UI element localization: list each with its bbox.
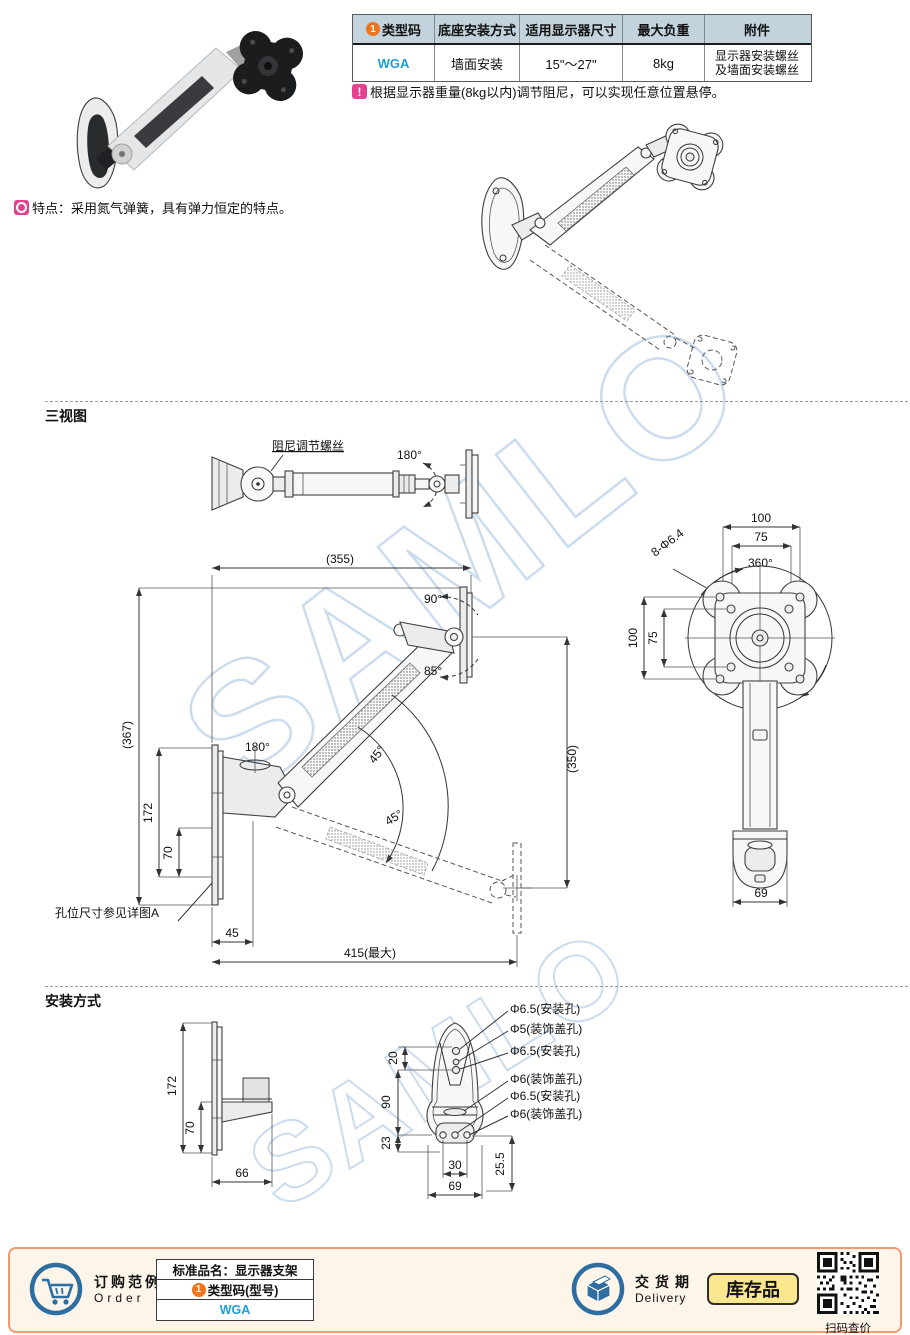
callout-hole-2: Φ5(装饰盖孔) bbox=[510, 1022, 582, 1036]
qr-block: 扫码查价 bbox=[816, 1252, 880, 1335]
feature-line: 特点：采用氮气弹簧，具有弹力恒定的特点。 bbox=[14, 198, 292, 217]
angle-360: 360° bbox=[748, 556, 773, 570]
dim-100-top: 100 bbox=[751, 511, 771, 525]
callout-hole-1: Φ6.5(安装孔) bbox=[510, 1001, 580, 1016]
dim-30: 30 bbox=[448, 1158, 462, 1172]
note-text: 根据显示器重量(8kg以内)调节阻尼，可以实现任意位置悬停。 bbox=[370, 85, 725, 100]
qr-code bbox=[817, 1252, 879, 1314]
dim-415-max: 415(最大) bbox=[344, 946, 396, 960]
product-code-box: 标准品名：显示器支架 1 类型码(型号) WGA bbox=[156, 1259, 314, 1321]
header-type-code-label: 类型码 bbox=[381, 22, 421, 38]
install-side-drawing: 172 70 66 bbox=[165, 1021, 273, 1187]
marker-1-icon: 1 bbox=[365, 22, 380, 36]
accessory-line2: 及墙面安装螺丝 bbox=[714, 63, 799, 77]
code-value: WGA bbox=[219, 1302, 251, 1317]
product-name: 标准品名：显示器支架 bbox=[157, 1260, 313, 1280]
spec-table-row: WGA 墙面安装 15"～27" 8kg 显示器安装螺丝 及墙面安装螺丝 bbox=[353, 45, 811, 81]
dim-350: (350) bbox=[565, 745, 579, 773]
header-type-code: 1 类型码 bbox=[353, 15, 435, 43]
dim-367: (367) bbox=[120, 721, 134, 749]
callout-hole-5: Φ6.5(安装孔) bbox=[510, 1088, 580, 1103]
dim-255: 25.5 bbox=[493, 1152, 507, 1176]
feature-text: 特点：采用氮气弹簧，具有弹力恒定的特点。 bbox=[32, 201, 293, 216]
callout-hole-6: Φ6(装饰盖孔) bbox=[510, 1107, 582, 1121]
cell-type-code: WGA bbox=[353, 45, 435, 81]
topview-angle-180: 180° bbox=[397, 448, 422, 462]
code-label-row: 1 类型码(型号) bbox=[157, 1280, 313, 1300]
cell-max-load: 8kg bbox=[623, 45, 705, 81]
dim-69-rear: 69 bbox=[754, 886, 768, 900]
rear-view-drawing: 100 75 8-Φ6.4 360° 100 75 bbox=[626, 511, 835, 907]
qr-caption: 扫码查价 bbox=[825, 1323, 871, 1335]
stock-badge: 库存品 bbox=[707, 1273, 799, 1305]
dim-75-left: 75 bbox=[646, 631, 660, 645]
spec-table: 1 类型码 底座安装方式 适用显示器尺寸 最大负重 附件 WGA 墙面安装 15… bbox=[352, 14, 812, 82]
spec-table-header: 1 类型码 底座安装方式 适用显示器尺寸 最大负重 附件 bbox=[353, 15, 811, 45]
side-view-drawing: (355) (367) 172 70 90° 85° 180° bbox=[55, 552, 579, 967]
feature-icon bbox=[14, 200, 29, 215]
dim-45: 45 bbox=[225, 926, 239, 940]
dim-75-top: 75 bbox=[754, 530, 768, 544]
product-photo bbox=[76, 31, 303, 189]
top-view-drawing: 阻尼调节螺丝 180° bbox=[211, 439, 479, 519]
hole-note: 孔位尺寸参见详图A bbox=[55, 905, 159, 920]
divider-installation bbox=[45, 986, 908, 987]
code-label: 类型码(型号) bbox=[207, 1284, 279, 1298]
dim-355: (355) bbox=[326, 552, 354, 566]
callout-hole-4: Φ6(装饰盖孔) bbox=[510, 1072, 582, 1086]
divider-three-views bbox=[45, 401, 908, 402]
delivery-title: 交货期 bbox=[635, 1274, 695, 1290]
angle-90: 90° bbox=[424, 592, 442, 606]
dim-23: 23 bbox=[379, 1136, 393, 1150]
header-max-load: 最大负重 bbox=[623, 15, 705, 43]
dim-20: 20 bbox=[386, 1051, 400, 1065]
cart-icon bbox=[29, 1262, 83, 1316]
vesa-plate-iso bbox=[656, 123, 724, 191]
dim-70-side: 70 bbox=[161, 846, 175, 860]
delivery-subtitle: Delivery bbox=[635, 1291, 687, 1305]
footer-order-bar: 订购范例 Order 标准品名：显示器支架 1 类型码(型号) WGA 交货期 … bbox=[8, 1247, 902, 1335]
damping-screw-callout: 阻尼调节螺丝 bbox=[272, 439, 344, 453]
delivery-icon bbox=[571, 1262, 625, 1316]
cell-accessory: 显示器安装螺丝 及墙面安装螺丝 bbox=[705, 45, 809, 81]
install-front-drawing: 20 90 23 30 69 25.5 Φ6.5(安装孔) Φ5(装饰盖孔) Φ… bbox=[379, 1001, 582, 1199]
cell-base-mount: 墙面安装 bbox=[435, 45, 520, 81]
angle-180-side: 180° bbox=[245, 740, 270, 754]
dim-90: 90 bbox=[379, 1095, 393, 1109]
cell-screen-size: 15"～27" bbox=[520, 45, 623, 81]
holes-callout: 8-Φ6.4 bbox=[648, 526, 686, 560]
order-title: 订购范例 bbox=[94, 1274, 162, 1290]
section-three-views: 三视图 bbox=[45, 408, 87, 424]
dim-70-install: 70 bbox=[183, 1121, 197, 1135]
dim-69-install: 69 bbox=[448, 1179, 462, 1193]
vesa-plate-iso-phantom bbox=[686, 334, 738, 386]
header-accessory: 附件 bbox=[743, 22, 770, 38]
callout-hole-3: Φ6.5(安装孔) bbox=[510, 1043, 580, 1058]
section-installation: 安装方式 bbox=[45, 993, 101, 1009]
marker-1-icon-footer: 1 bbox=[191, 1282, 206, 1297]
accessory-line1: 显示器安装螺丝 bbox=[714, 49, 799, 63]
order-subtitle: Order bbox=[94, 1291, 145, 1305]
header-screen-size: 适用显示器尺寸 bbox=[520, 15, 623, 43]
dim-172-side: 172 bbox=[141, 803, 155, 823]
header-base-mount: 底座安装方式 bbox=[435, 15, 520, 43]
dim-66-install: 66 bbox=[235, 1166, 249, 1180]
vesa-plate-photo bbox=[233, 31, 303, 101]
note-line: ! 根据显示器重量(8kg以内)调节阻尼，可以实现任意位置悬停。 bbox=[352, 82, 725, 101]
dim-172-install: 172 bbox=[165, 1076, 179, 1096]
alert-icon: ! bbox=[352, 84, 367, 99]
angle-85: 85° bbox=[424, 664, 442, 678]
angle-45-upper: 45° bbox=[366, 743, 388, 766]
dim-100-left: 100 bbox=[626, 628, 640, 648]
isometric-drawing bbox=[481, 123, 738, 386]
